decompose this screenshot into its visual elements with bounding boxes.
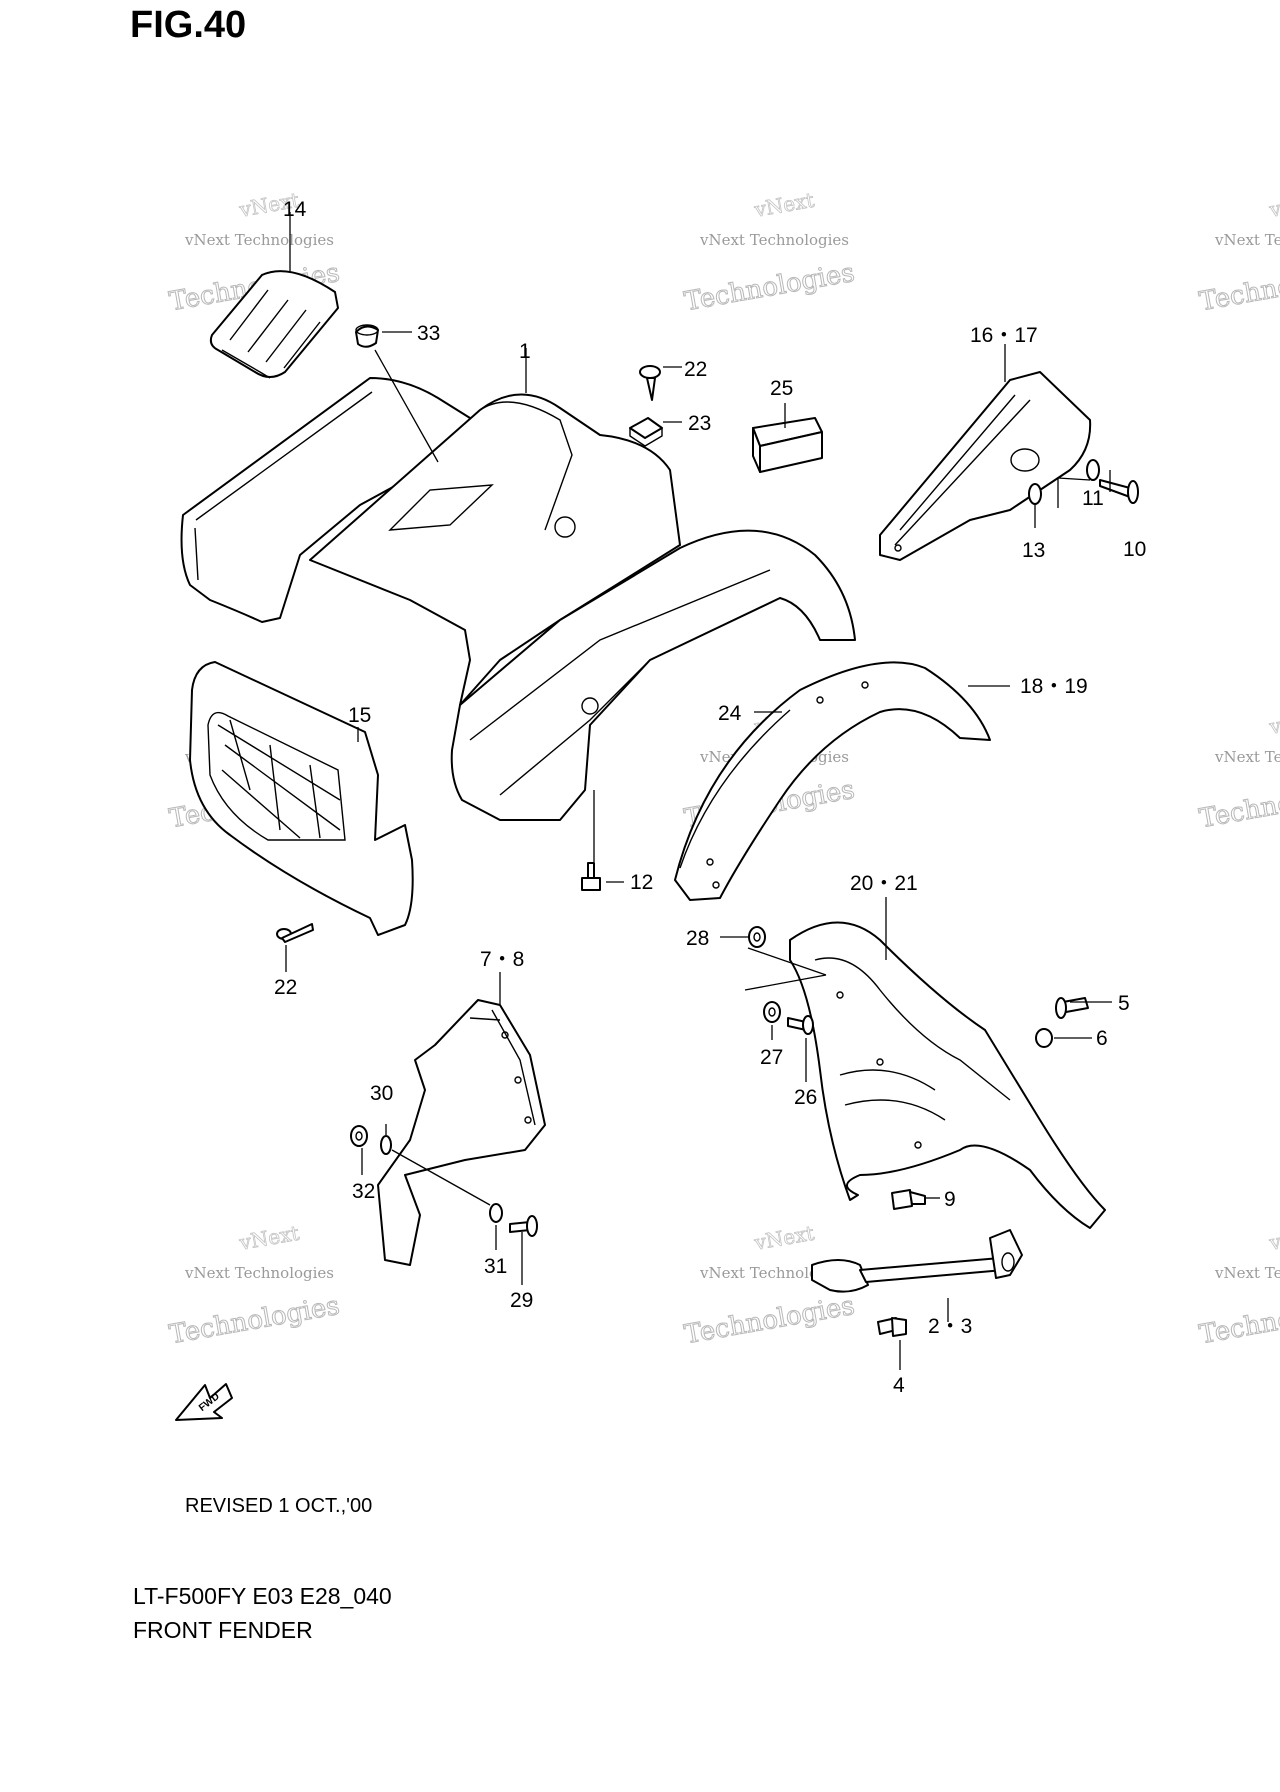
svg-text:vNext Technologies: vNext Technologies [184, 1264, 334, 1282]
svg-text:vNext Technologies: vNext Technologies [1214, 748, 1280, 766]
callout-32: 32 [352, 1180, 375, 1203]
part-16-17-bracket[interactable] [879, 371, 1092, 561]
svg-text:Technologies: Technologies [1197, 775, 1280, 834]
part-18-19-mudguard[interactable] [674, 661, 991, 901]
watermark: vNext vNext Technologies Technologies [1197, 704, 1280, 834]
revision-note: REVISED 1 OCT.,'00 [185, 1495, 373, 1517]
svg-text:vNext: vNext [237, 1221, 301, 1255]
part-23-clip-nut[interactable] [629, 417, 663, 447]
part-28-nut[interactable] [748, 926, 766, 948]
callout-22-lower: 22 [274, 976, 297, 999]
callout-7-8: 7・8 [480, 948, 524, 971]
part-9-bolt[interactable] [891, 1189, 926, 1210]
callout-14: 14 [283, 198, 307, 221]
svg-text:Technologies: Technologies [682, 1291, 857, 1350]
callout-20-21: 20・21 [850, 872, 918, 895]
svg-text:vNext: vNext [1267, 1221, 1280, 1255]
callout-11: 11 [1082, 487, 1104, 510]
callout-33: 33 [417, 322, 440, 345]
callout-1: 1 [519, 340, 531, 363]
callout-24: 24 [718, 702, 742, 725]
part-25-damper[interactable] [752, 417, 823, 473]
part-31-washer[interactable] [489, 1203, 503, 1223]
watermark: vNext vNext Technologies Technologies [1197, 187, 1280, 317]
callout-22: 22 [684, 358, 707, 381]
part-29-screw[interactable] [509, 1215, 538, 1237]
svg-text:vNext Technologies: vNext Technologies [1214, 1264, 1280, 1282]
svg-text:vNext: vNext [1267, 188, 1280, 222]
callout-26: 26 [794, 1086, 817, 1109]
part-1-front-fender[interactable] [180, 377, 856, 821]
part-11-washer[interactable] [1086, 459, 1100, 481]
part-10-screw[interactable] [1099, 479, 1139, 504]
part-5-screw[interactable] [1055, 997, 1089, 1019]
part-2-3-bracket[interactable] [811, 1229, 1023, 1293]
callout-labels: 14 33 1 22 23 25 16・17 13 11 10 15 24 18… [274, 198, 1146, 1397]
svg-text:Technologies: Technologies [1197, 258, 1280, 317]
callout-28: 28 [686, 927, 709, 950]
part-33-grommet[interactable] [355, 324, 379, 348]
part-6-nut[interactable] [1035, 1028, 1053, 1048]
callout-2-3: 2・3 [928, 1315, 972, 1338]
callout-31: 31 [484, 1255, 507, 1278]
callout-23: 23 [688, 412, 711, 435]
callout-5: 5 [1118, 992, 1130, 1015]
svg-text:Technologies: Technologies [167, 1291, 342, 1350]
part-13-washer[interactable] [1028, 483, 1042, 505]
section-title: FRONT FENDER [133, 1617, 313, 1643]
watermark: vNext vNext Technologies Technologies [167, 1220, 343, 1350]
callout-4: 4 [893, 1374, 905, 1397]
part-22-screw[interactable] [639, 365, 661, 401]
part-4-bolt[interactable] [877, 1317, 907, 1337]
part-15-front-panel[interactable] [189, 661, 414, 936]
callout-27: 27 [760, 1046, 783, 1069]
part-14-pad[interactable] [209, 270, 339, 379]
callout-13: 13 [1022, 539, 1045, 562]
callout-30: 30 [370, 1082, 393, 1105]
svg-text:vNext: vNext [752, 1221, 816, 1255]
model-code: LT-F500FY E03 E28_040 [133, 1583, 392, 1609]
part-7-8-side-cover[interactable] [377, 999, 546, 1266]
callout-29: 29 [510, 1289, 533, 1312]
part-32-nut[interactable] [350, 1125, 368, 1147]
part-26-screw[interactable] [787, 1015, 814, 1035]
callout-15: 15 [348, 704, 371, 727]
part-20-21-inner-fender[interactable] [789, 921, 1106, 1229]
svg-text:Technologies: Technologies [682, 258, 857, 317]
svg-text:vNext Technologies: vNext Technologies [699, 231, 849, 249]
svg-text:vNext: vNext [1267, 705, 1280, 739]
watermark: vNext vNext Technologies Technologies [682, 187, 858, 317]
leader-lines [285, 212, 1112, 1370]
part-22-screw-lower[interactable] [276, 923, 314, 943]
callout-6: 6 [1096, 1027, 1108, 1050]
watermark: vNext vNext Technologies Technologies [1197, 1220, 1280, 1350]
part-27-nut[interactable] [763, 1001, 781, 1023]
figure-label: FIG.40 [130, 4, 247, 46]
svg-text:vNext Technologies: vNext Technologies [1214, 231, 1280, 249]
part-30-washer[interactable] [380, 1135, 392, 1155]
callout-16-17: 16・17 [970, 324, 1038, 347]
callout-10: 10 [1123, 538, 1146, 561]
callout-12: 12 [630, 871, 653, 894]
fwd-arrow-icon: FWD [175, 1383, 233, 1421]
svg-text:vNext Technologies: vNext Technologies [184, 231, 334, 249]
callout-25: 25 [770, 377, 793, 400]
callout-9: 9 [944, 1188, 956, 1211]
callout-18-19: 18・19 [1020, 675, 1088, 698]
part-12-bolt[interactable] [581, 862, 601, 891]
svg-text:Technologies: Technologies [1197, 1291, 1280, 1350]
svg-text:vNext: vNext [752, 188, 816, 222]
